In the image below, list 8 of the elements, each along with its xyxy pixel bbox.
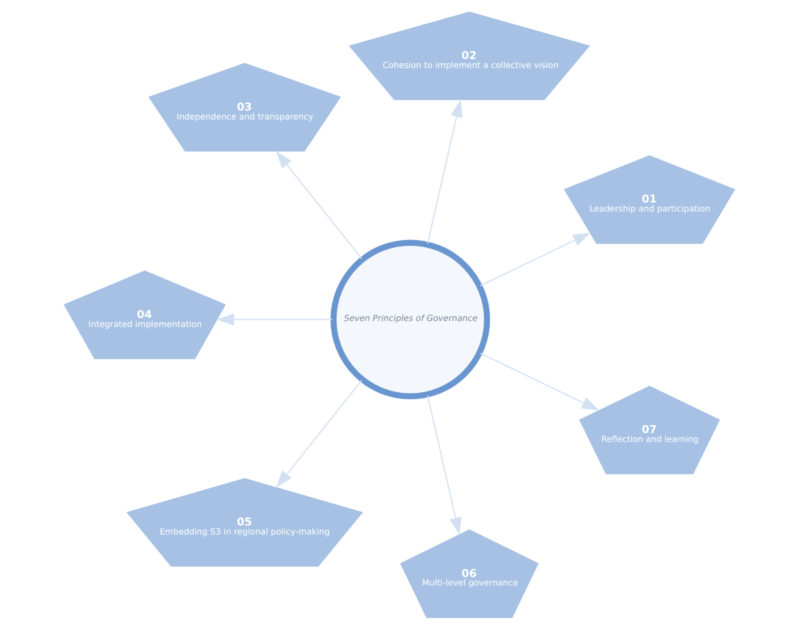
arrow	[427, 395, 462, 536]
arrow	[276, 380, 362, 488]
arrow	[427, 99, 463, 244]
arrow	[216, 313, 332, 326]
node-circle: Seven Principles of Governance	[330, 240, 490, 400]
arrow	[480, 352, 600, 410]
arrow	[276, 150, 362, 259]
arrow	[480, 232, 591, 286]
